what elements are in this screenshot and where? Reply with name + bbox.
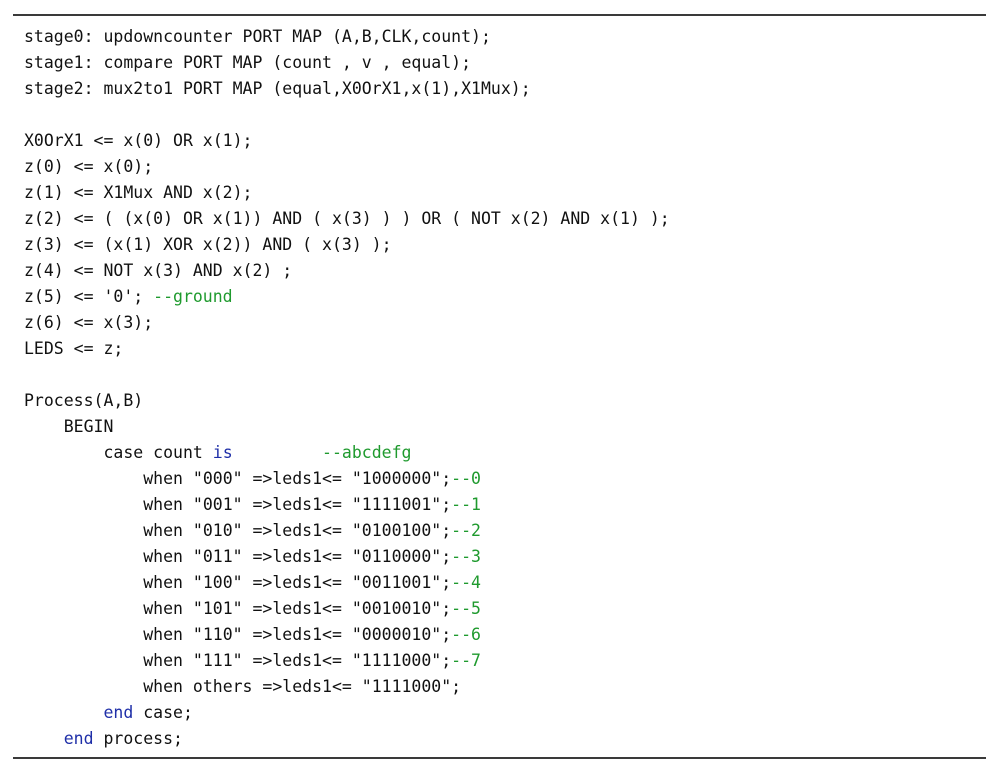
code-line: end process; (24, 726, 670, 752)
code-line: when "011" =>leds1<= "0110000";--3 (24, 544, 670, 570)
code-line: z(3) <= (x(1) XOR x(2)) AND ( x(3) ); (24, 232, 670, 258)
code-text: when others =>leds1<= "1111000"; (143, 677, 462, 696)
code-comment: --4 (451, 573, 481, 592)
code-line: z(1) <= X1Mux AND x(2); (24, 180, 670, 206)
code-line: stage0: updowncounter PORT MAP (A,B,CLK,… (24, 24, 670, 50)
code-line (24, 102, 670, 128)
code-comment: --7 (451, 651, 481, 670)
code-keyword: end (103, 703, 134, 722)
code-text: when "011" =>leds1<= "0110000"; (143, 547, 452, 566)
code-comment: --abcdefg (322, 443, 412, 462)
code-line: when "110" =>leds1<= "0000010";--6 (24, 622, 670, 648)
code-text: when "010" =>leds1<= "0100100"; (143, 521, 452, 540)
code-line: z(2) <= ( (x(0) OR x(1)) AND ( x(3) ) ) … (24, 206, 670, 232)
code-line: stage2: mux2to1 PORT MAP (equal,X0OrX1,x… (24, 76, 670, 102)
code-comment: --6 (451, 625, 481, 644)
code-text: z(4) <= NOT x(3) AND x(2) ; (24, 261, 293, 280)
code-line: when "100" =>leds1<= "0011001";--4 (24, 570, 670, 596)
code-comment: --ground (153, 287, 233, 306)
code-keyword: end (63, 729, 94, 748)
code-comment: --1 (451, 495, 481, 514)
code-text: stage2: mux2to1 PORT MAP (equal,X0OrX1,x… (24, 79, 531, 98)
code-line: end case; (24, 700, 670, 726)
code-text: BEGIN (63, 417, 114, 436)
code-line: z(6) <= x(3); (24, 310, 670, 336)
code-text: when "001" =>leds1<= "1111001"; (143, 495, 452, 514)
code-text: when "101" =>leds1<= "0010010"; (143, 599, 452, 618)
code-line: z(5) <= '0'; --ground (24, 284, 670, 310)
code-text: when "100" =>leds1<= "0011001"; (143, 573, 452, 592)
top-rule (13, 14, 986, 16)
code-comment: --0 (451, 469, 481, 488)
code-text: when "110" =>leds1<= "0000010"; (143, 625, 452, 644)
code-text: z(1) <= X1Mux AND x(2); (24, 183, 253, 202)
code-text: Process(A,B) (24, 391, 144, 410)
code-text: LEDS <= z; (24, 339, 124, 358)
code-text: z(6) <= x(3); (24, 313, 154, 332)
code-keyword: is (212, 443, 233, 462)
code-line: when "111" =>leds1<= "1111000";--7 (24, 648, 670, 674)
code-text: when "000" =>leds1<= "1000000"; (143, 469, 452, 488)
code-listing: stage0: updowncounter PORT MAP (A,B,CLK,… (24, 24, 670, 752)
code-text: z(0) <= x(0); (24, 157, 154, 176)
code-text: z(5) <= '0'; (24, 287, 154, 306)
code-comment: --5 (451, 599, 481, 618)
code-line: z(0) <= x(0); (24, 154, 670, 180)
code-line: case count is --abcdefg (24, 440, 670, 466)
code-text: case; (133, 703, 193, 722)
code-line: Process(A,B) (24, 388, 670, 414)
code-line (24, 362, 670, 388)
code-text: z(3) <= (x(1) XOR x(2)) AND ( x(3) ); (24, 235, 392, 254)
code-text: process; (93, 729, 183, 748)
code-comment: --3 (451, 547, 481, 566)
code-text: X0OrX1 <= x(0) OR x(1); (24, 131, 253, 150)
code-line: X0OrX1 <= x(0) OR x(1); (24, 128, 670, 154)
bottom-rule (13, 757, 986, 759)
code-text (233, 443, 322, 462)
code-line: when "010" =>leds1<= "0100100";--2 (24, 518, 670, 544)
code-line: LEDS <= z; (24, 336, 670, 362)
code-comment: --2 (451, 521, 481, 540)
code-line: z(4) <= NOT x(3) AND x(2) ; (24, 258, 670, 284)
code-line: BEGIN (24, 414, 670, 440)
code-text: when "111" =>leds1<= "1111000"; (143, 651, 452, 670)
code-line: stage1: compare PORT MAP (count , v , eq… (24, 50, 670, 76)
code-text: case count (103, 443, 213, 462)
code-line: when "001" =>leds1<= "1111001";--1 (24, 492, 670, 518)
code-text: z(2) <= ( (x(0) OR x(1)) AND ( x(3) ) ) … (24, 209, 670, 228)
code-line: when "101" =>leds1<= "0010010";--5 (24, 596, 670, 622)
code-line: when others =>leds1<= "1111000"; (24, 674, 670, 700)
code-text: stage0: updowncounter PORT MAP (A,B,CLK,… (24, 27, 491, 46)
code-line: when "000" =>leds1<= "1000000";--0 (24, 466, 670, 492)
code-text: stage1: compare PORT MAP (count , v , eq… (24, 53, 472, 72)
